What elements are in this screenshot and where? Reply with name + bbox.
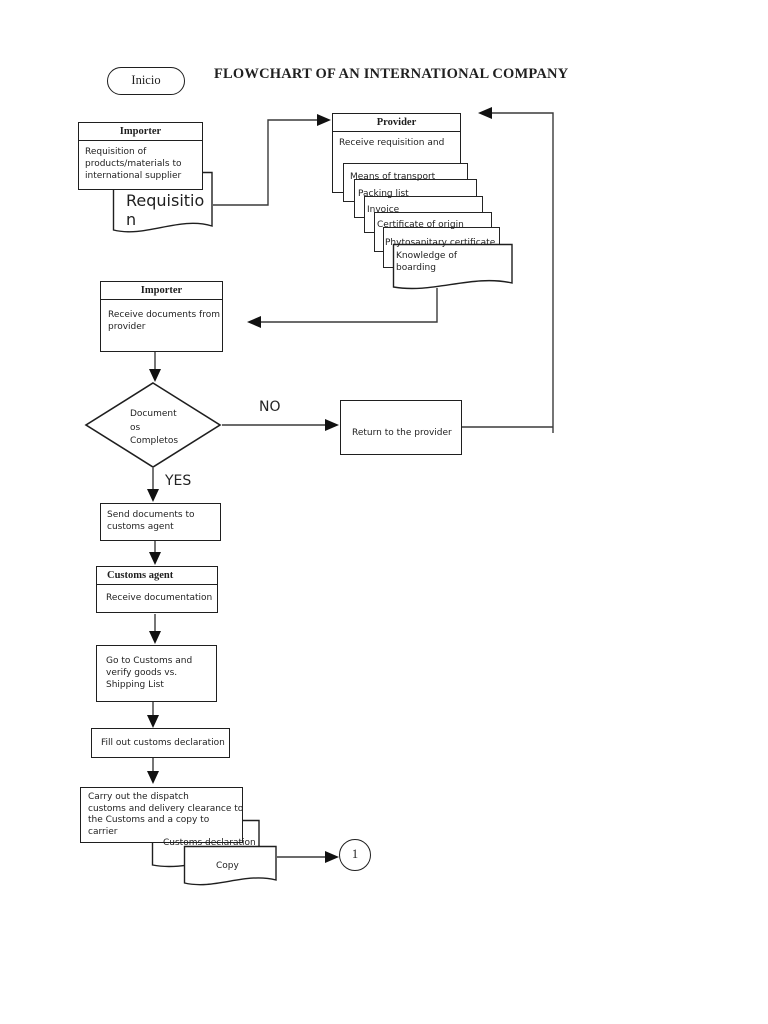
importer-receive-box: Importer Receive documents from provider bbox=[100, 281, 223, 352]
importer-requisition-box: Importer Requisition of products/materia… bbox=[78, 122, 203, 190]
customs-agent-body: Receive documentation bbox=[106, 593, 213, 603]
yes-branch-label: YES bbox=[165, 473, 192, 489]
no-branch-label: NO bbox=[259, 399, 281, 415]
arrowhead-yes bbox=[147, 489, 159, 502]
customs-agent-header: Customs agent bbox=[97, 567, 217, 585]
copy-document-label: Copy bbox=[216, 861, 239, 871]
carry-dispatch-box: Carry out the dispatch customs and deliv… bbox=[80, 787, 243, 843]
doc-means-of-transport-label: Means of transport bbox=[350, 172, 436, 182]
start-terminator: Inicio bbox=[107, 67, 185, 95]
return-provider-label: Return to the provider bbox=[352, 428, 452, 438]
doc-packing-list-label: Packing list bbox=[358, 189, 409, 199]
importer-requisition-header: Importer bbox=[79, 123, 202, 141]
requisition-document-label: Requisition bbox=[126, 191, 205, 230]
go-to-customs-label: Go to Customs and verify goods vs. Shipp… bbox=[106, 656, 193, 691]
importer-receive-header: Importer bbox=[101, 282, 222, 300]
provider-header: Provider bbox=[333, 114, 460, 132]
importer-requisition-body: Requisition of products/materials to int… bbox=[85, 147, 182, 182]
fill-declaration-box: Fill out customs declaration bbox=[91, 728, 230, 758]
arrowhead-to-connector bbox=[325, 851, 339, 863]
arrowhead-feedback bbox=[478, 107, 492, 119]
carry-dispatch-line3: the Customs and a copy to bbox=[88, 815, 210, 826]
doc-invoice-label: Invoice bbox=[367, 205, 400, 215]
return-provider-box: Return to the provider bbox=[340, 400, 462, 455]
decision-line3: Completos bbox=[130, 436, 179, 446]
arrowhead-to-go bbox=[149, 631, 161, 644]
fill-declaration-label: Fill out customs declaration bbox=[101, 738, 225, 748]
provider-body: Receive requisition and bbox=[339, 138, 445, 148]
decision-line1: Document bbox=[130, 409, 177, 419]
carry-dispatch-line4: carrier bbox=[88, 827, 118, 838]
decision-label: Document os Completos bbox=[130, 408, 178, 449]
copy-document-shape bbox=[183, 845, 277, 886]
send-documents-label: Send documents to customs agent bbox=[107, 510, 195, 533]
arrowhead-to-provider bbox=[317, 114, 331, 126]
arrowhead-to-carry bbox=[147, 771, 159, 784]
arrowhead-no bbox=[325, 419, 339, 431]
declaration-document-label: Customs declaration bbox=[163, 838, 256, 848]
doc-knowledge-boarding-shape bbox=[392, 243, 513, 290]
arrowhead-to-decision bbox=[149, 369, 161, 382]
importer-receive-body: Receive documents from provider bbox=[108, 310, 220, 333]
doc-certificate-label: Certificate of origin bbox=[377, 220, 464, 230]
customs-agent-box: Customs agent Receive documentation bbox=[96, 566, 218, 613]
doc-knowledge-boarding-label: Knowledge of boarding bbox=[396, 251, 458, 273]
arrowhead-to-agent bbox=[149, 552, 161, 565]
arrowhead-to-fill bbox=[147, 715, 159, 728]
carry-dispatch-line2: customs and delivery clearance to bbox=[88, 803, 244, 814]
decision-diamond-shape bbox=[84, 382, 222, 468]
page-title: FLOWCHART OF AN INTERNATIONAL COMPANY bbox=[214, 66, 569, 82]
go-to-customs-box: Go to Customs and verify goods vs. Shipp… bbox=[96, 645, 217, 702]
send-documents-box: Send documents to customs agent bbox=[100, 503, 221, 541]
carry-dispatch-line1: Carry out the dispatch bbox=[88, 792, 189, 802]
offpage-connector: 1 bbox=[339, 839, 371, 871]
decision-line2: os bbox=[130, 422, 141, 433]
doc-phytosanitary-label: Phytosanitary certificate bbox=[385, 238, 496, 248]
arrowhead-to-importer bbox=[247, 316, 261, 328]
